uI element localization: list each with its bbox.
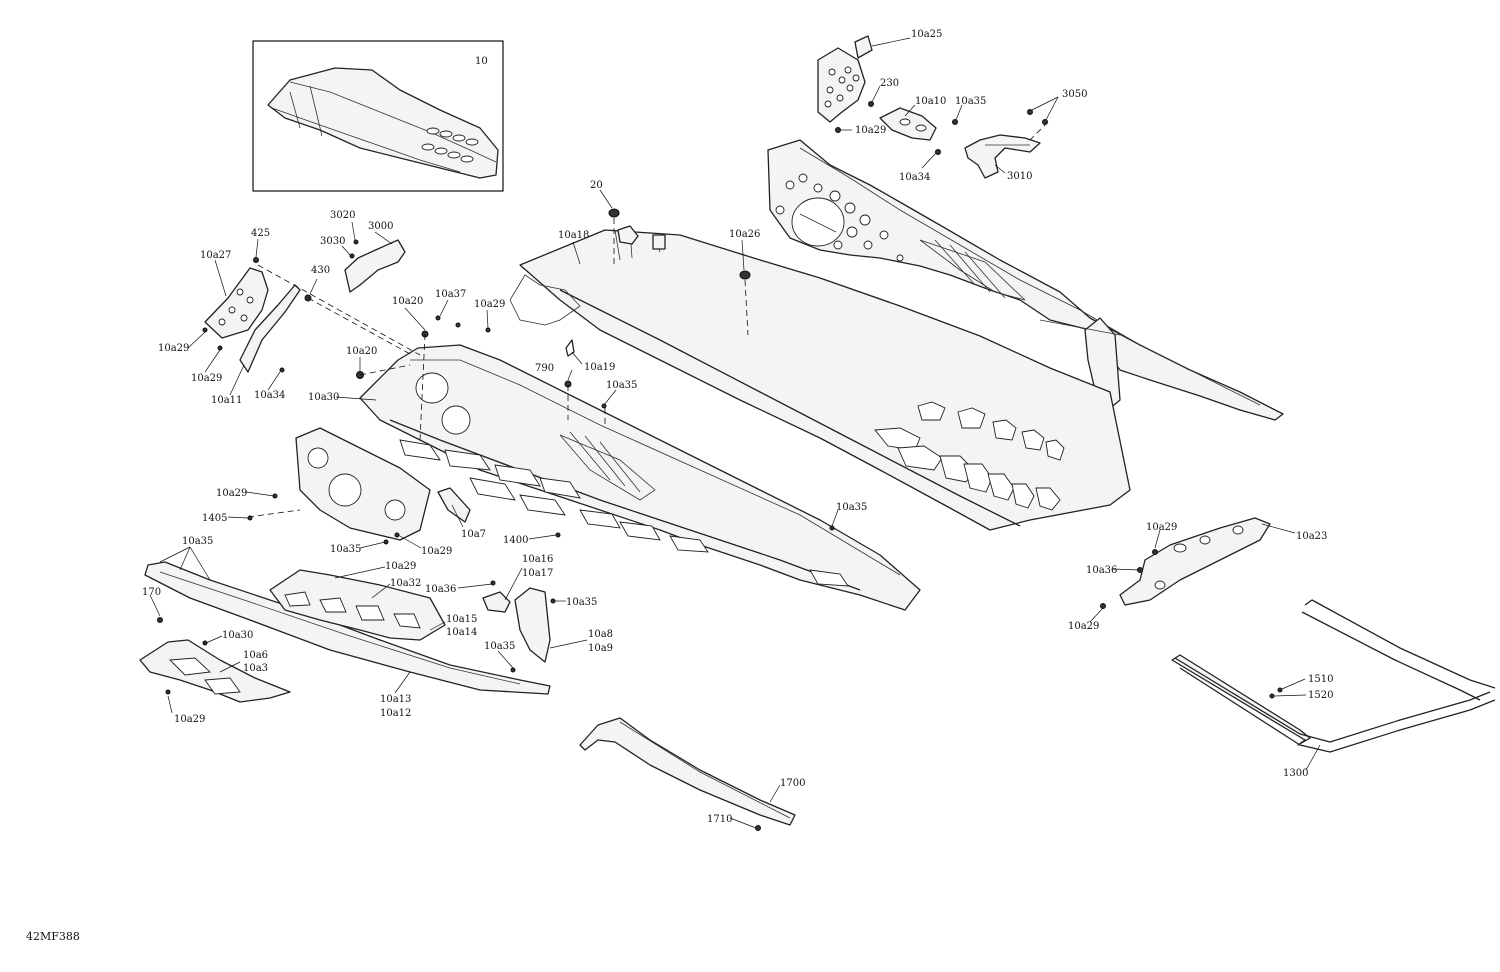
lower-front-parts — [139, 493, 835, 703]
callout-label: 10a6 — [243, 650, 268, 661]
callout-label: 1520 — [1308, 690, 1333, 701]
callout-label: 10a35 — [182, 536, 213, 547]
callout-label: 10a17 — [522, 568, 553, 579]
callout-label: 10a13 — [380, 694, 411, 705]
callout-label: 10a20 — [346, 346, 377, 357]
callout-label: 10a29 — [191, 373, 222, 384]
callout-label: 10a30 — [222, 630, 253, 641]
callout-label: 10a29 — [474, 299, 505, 310]
callout-label: 1710 — [707, 814, 732, 825]
callout-label: 10a35 — [484, 641, 515, 652]
callout-label: 10a29 — [174, 714, 205, 725]
right-side-parts — [1100, 517, 1496, 753]
callout-label: 20 — [590, 180, 603, 191]
callout-label: 10a34 — [254, 390, 285, 401]
rear-tunnel-side-panel — [767, 139, 1284, 421]
callout-label: 10a23 — [1296, 531, 1327, 542]
front-left-bracket-group — [202, 239, 607, 409]
inset-assembly-view: 10 — [252, 40, 504, 192]
callout-label: 10a29 — [158, 343, 189, 354]
alignment-lines — [247, 121, 1049, 518]
callout-label: 10a36 — [425, 584, 456, 595]
callout-label: 10a35 — [606, 380, 637, 391]
callout-label: 10a14 — [446, 627, 477, 638]
callout-label: 10a37 — [435, 289, 466, 300]
callout-label: 10a29 — [1068, 621, 1099, 632]
callout-label: 1400 — [503, 535, 528, 546]
callout-label: 10a16 — [522, 554, 553, 565]
rear-upper-bracket-group — [817, 35, 1048, 179]
callouts: 10a25 230 10a10 10a35 3050 10a29 10a34 3… — [142, 29, 1333, 829]
callout-label: 10a35 — [955, 96, 986, 107]
callout-label: 10a19 — [584, 362, 615, 373]
drawing-reference-code: 42MF388 — [26, 930, 80, 943]
callout-label: 3020 — [330, 210, 355, 221]
callout-label: 1300 — [1283, 768, 1308, 779]
callout-label: 790 — [535, 363, 554, 374]
callout-label: 10a29 — [216, 488, 247, 499]
callout-label: 3000 — [368, 221, 393, 232]
callout-label: 10a7 — [461, 529, 486, 540]
callout-label: 10a35 — [836, 502, 867, 513]
callout-label: 430 — [311, 265, 330, 276]
callout-label: 10a27 — [200, 250, 231, 261]
left-tunnel-side-panel — [295, 344, 921, 611]
callout-label: 10a29 — [385, 561, 416, 572]
callout-label: 10a29 — [421, 546, 452, 557]
callout-label: 10a10 — [915, 96, 946, 107]
callout-label: 10a11 — [211, 395, 242, 406]
callout-label: 10a25 — [911, 29, 942, 40]
callout-label: 10a29 — [1146, 522, 1177, 533]
callout-label: 3010 — [1007, 171, 1032, 182]
callout-label: 3050 — [1062, 89, 1087, 100]
callout-label: 10a36 — [1086, 565, 1117, 576]
inset-label: 10 — [475, 56, 488, 67]
callout-label: 10a29 — [855, 125, 886, 136]
tunnel-top-plate — [509, 208, 1131, 531]
bottom-rail — [579, 717, 796, 831]
callout-label: 3030 — [320, 236, 345, 247]
callout-label: 10a18 — [558, 230, 589, 241]
callout-label: 170 — [142, 587, 161, 598]
callout-label: 425 — [251, 228, 270, 239]
callout-label: 10a34 — [899, 172, 930, 183]
callout-label: 10a30 — [308, 392, 339, 403]
callout-label: 10a9 — [588, 643, 613, 654]
callout-label: 1510 — [1308, 674, 1333, 685]
callout-label: 1405 — [202, 513, 227, 524]
callout-label: 10a3 — [243, 663, 268, 674]
callout-label: 1700 — [780, 778, 805, 789]
callout-label: 10a26 — [729, 229, 760, 240]
callout-label: 230 — [880, 78, 899, 89]
callout-label: 10a8 — [588, 629, 613, 640]
callout-label: 10a32 — [390, 578, 421, 589]
callout-label: 10a12 — [380, 708, 411, 719]
callout-label: 10a20 — [392, 296, 423, 307]
callout-label: 10a15 — [446, 614, 477, 625]
callout-label: 10a35 — [330, 544, 361, 555]
callout-label: 10a35 — [566, 597, 597, 608]
